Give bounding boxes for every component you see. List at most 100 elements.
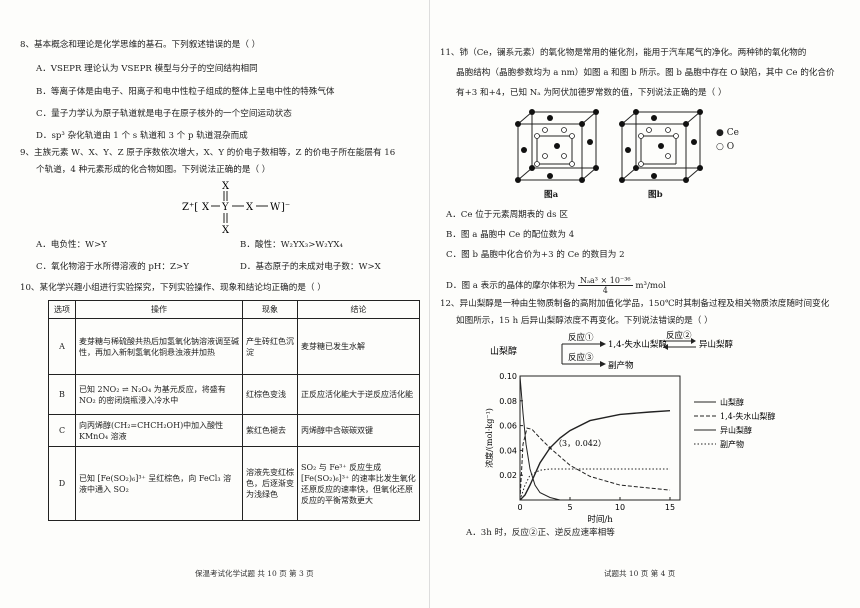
- y-axis-label: 浓度/(mol·kg⁻¹): [484, 408, 494, 468]
- y-tick-label: 0.06: [499, 422, 517, 431]
- row-a-option: A: [48, 318, 76, 375]
- row-a-operation: 麦芽糖与稀硫酸共热后加氢氧化钠溶液调至碱性，再加入新制氢氧化铜悬浊液并加热: [75, 318, 243, 375]
- annotation-label: （3，0.042）: [554, 439, 606, 448]
- q11-stem-line2: 晶胞结构（晶胞参数均为 a nm）如图 a 和图 b 所示。图 b 晶胞中存在 …: [456, 68, 835, 78]
- row-c-phenomenon: 紫红色褪去: [242, 414, 298, 447]
- legend-label-4: 副产物: [720, 439, 744, 449]
- scheme-reaction-2-label: 反应②: [666, 330, 692, 341]
- fraction-numerator: Nₐa³ × 10⁻³⁶: [577, 276, 633, 286]
- crystal-cell-a-diagram: [515, 109, 599, 183]
- row-d-option: D: [48, 446, 76, 521]
- row-b-phenomenon: 红棕色变浅: [242, 374, 298, 415]
- table-row: B 已知 2NO₂ ⇌ N₂O₄ 为基元反应，将盛有 NO₂ 的密闭烧瓶浸入冷水…: [48, 374, 420, 415]
- x-tick-label: 5: [567, 503, 572, 512]
- row-a-conclusion: 麦芽糖已发生水解: [297, 318, 420, 375]
- y-tick-label: 0.04: [499, 446, 517, 455]
- legend-o: ○ O: [716, 142, 735, 152]
- x-tick-label: 10: [615, 503, 625, 512]
- scheme-reaction-1-label: 反应①: [568, 332, 594, 343]
- series-line-2: [519, 427, 671, 501]
- row-b-operation: 已知 2NO₂ ⇌ N₂O₄ 为基元反应，将盛有 NO₂ 的密闭烧瓶浸入冷水中: [75, 374, 243, 415]
- reaction-scheme: 山梨醇 反应① 1,4-失水山梨醇 反应② 异山梨醇 反应③ 副产物: [490, 330, 734, 371]
- series-line-4: [519, 468, 670, 501]
- molar-volume-fraction: Nₐa³ × 10⁻³⁶ 4: [577, 276, 633, 295]
- row-d-operation: 已知 [Fe(SO₂)₆]³⁺ 呈红棕色，向 FeCl₃ 溶液中通入 SO₂: [75, 446, 243, 521]
- scheme-intermediate: 1,4-失水山梨醇: [608, 339, 667, 350]
- page-fold: [429, 0, 430, 608]
- q9-stem-line2: 个轨道，4 种元素形成的化合物如图。下列说法正确的是（ ）: [36, 165, 271, 175]
- row-c-conclusion: 丙烯醇中含碳碳双键: [297, 414, 420, 447]
- fraction-denominator: 4: [602, 286, 608, 295]
- q9-structure-diagram: X Z⁺[ X Y X W ]⁻ X: [182, 181, 290, 236]
- q9-option-b: B．酸性：W₂YX₃>W₂YX₄: [240, 240, 343, 250]
- header-conclusion: 结论: [297, 300, 420, 319]
- row-c-option: C: [48, 414, 76, 447]
- series-line-3: [519, 410, 671, 501]
- q11-option-d: D．图 a 表示的晶体的摩尔体积为 Nₐa³ × 10⁻³⁶ 4 m³/mol: [446, 276, 666, 295]
- scheme-byproduct: 副产物: [608, 360, 634, 371]
- table-header-row: 选项 操作 现象 结论: [48, 300, 420, 319]
- left-page: 8、基本概念和理论是化学思维的基石。下列叙述错误的是（ ） A．VSEPR 理论…: [20, 40, 420, 578]
- plot-frame: [519, 375, 681, 501]
- y-tick-label: 0.08: [499, 397, 517, 406]
- scheme-reaction-3-label: 反应③: [568, 352, 594, 363]
- legend-label-2: 1,4-失水山梨醇: [720, 411, 775, 421]
- q8-option-c: C．量子力学认为原子轨道就是电子在原子核外的一个空间运动状态: [36, 109, 292, 119]
- series-line-1: [519, 375, 561, 501]
- row-d-phenomenon: 溶液先变红棕色，后逐渐变为浅绿色: [242, 446, 298, 521]
- row-b-option: B: [48, 374, 76, 415]
- q10-experiment-table: 选项 操作 现象 结论 A 麦芽糖与稀硫酸共热后加氢氧化钠溶液调至碱性，再加入新…: [48, 300, 420, 521]
- q8-option-d: D．sp³ 杂化轨道由 1 个 s 轨道和 3 个 p 轨道混杂而成: [36, 131, 248, 141]
- struct-z-cation: Z⁺[: [182, 202, 198, 213]
- q9-option-a: A．电负性：W>Y: [36, 240, 107, 250]
- struct-bracket-close: ]⁻: [281, 202, 290, 213]
- q11-stem-line3: 有+3 和+4，已知 Nₐ 为阿伏加德罗常数的值，下列说法正确的是（ ）: [456, 88, 727, 98]
- q9-stem-line1: 9、主族元素 W、X、Y、Z 原子序数依次增大，X、Y 的价电子数相等，Z 的价…: [20, 148, 396, 158]
- table-row: D 已知 [Fe(SO₂)₆]³⁺ 呈红棕色，向 FeCl₃ 溶液中通入 SO₂…: [48, 446, 420, 521]
- scheme-start-sorbitol: 山梨醇: [490, 345, 517, 357]
- header-option: 选项: [48, 300, 76, 319]
- legend-ce: ● Ce: [716, 128, 739, 138]
- fig-a-caption: 图a: [544, 190, 559, 200]
- struct-x-bottom: X: [222, 225, 230, 236]
- annotation-point: [548, 446, 552, 450]
- legend-label-1: 山梨醇: [720, 397, 744, 407]
- header-phenomenon: 现象: [242, 300, 298, 319]
- y-tick-label: 0.02: [499, 471, 517, 480]
- row-d-conclusion: SO₂ 与 Fe³⁺ 反应生成 [Fe(SO₂)₆]³⁺ 的速率比发生氧化还原反…: [297, 446, 420, 521]
- header-operation: 操作: [75, 300, 243, 319]
- atom-legend: ● Ce ○ O: [716, 126, 739, 154]
- q10-stem: 10、某化学兴趣小组进行实验探究，下列实验操作、现象和结论均正确的是（ ）: [20, 283, 326, 293]
- q11-option-c: C．图 b 晶胞中化合价为+3 的 Ce 的数目为 2: [446, 250, 625, 260]
- table-row: A 麦芽糖与稀硫酸共热后加氢氧化钠溶液调至碱性，再加入新制氢氧化铜悬浊液并加热 …: [48, 318, 420, 375]
- x-tick-label: 0: [517, 503, 522, 512]
- q12-stem-line2: 如图所示，15 h 后异山梨醇浓度不再变化。下列说法错误的是（ ）: [456, 316, 713, 326]
- q9-option-d: D．基态原子的未成对电子数：W>X: [240, 262, 381, 272]
- q8-option-b: B．等离子体是由电子、阳离子和电中性粒子组成的整体上呈电中性的特殊气体: [36, 87, 335, 97]
- q11-option-d-prefix: D．图 a 表示的晶体的摩尔体积为: [446, 281, 576, 291]
- q11-option-b: B．图 a 晶胞中 Ce 的配位数为 4: [446, 230, 575, 240]
- left-footer: 保温考试化学试题 共 10 页 第 3 页: [195, 569, 314, 578]
- scheme-end-isosorbide: 异山梨醇: [699, 339, 734, 350]
- struct-x-mid: X: [246, 202, 254, 213]
- table-row: C 向丙烯醇(CH₂=CHCH₂OH)中加入酸性 KMnO₄ 溶液 紫红色褪去 …: [48, 414, 420, 447]
- fig-b-caption: 图b: [648, 190, 663, 200]
- struct-x-left: X: [202, 202, 210, 213]
- q12-option-a: A．3h 时，反应②正、逆反应速率相等: [466, 528, 615, 538]
- q11-option-a: A．Ce 位于元素周期表的 ds 区: [446, 210, 568, 220]
- q11-stem-line1: 11、铈（Ce，镧系元素）的氧化物是常用的催化剂，能用于汽车尾气的净化。两种铈的…: [440, 48, 807, 58]
- right-page: 11、铈（Ce，镧系元素）的氧化物是常用的催化剂，能用于汽车尾气的净化。两种铈的…: [430, 0, 860, 608]
- crystal-cell-b-diagram: [619, 109, 703, 183]
- q8-option-a: A．VSEPR 理论认为 VSEPR 模型与分子的空间结构相同: [36, 64, 258, 74]
- y-tick-label: 0.10: [499, 372, 517, 381]
- q8-stem: 8、基本概念和理论是化学思维的基石。下列叙述错误的是（ ）: [20, 40, 261, 50]
- q9-option-c: C．氧化物溶于水所得溶液的 pH：Z>Y: [36, 262, 189, 272]
- legend-label-3: 异山梨醇: [720, 425, 752, 435]
- struct-x-top: X: [222, 181, 230, 192]
- struct-w: W: [270, 202, 281, 213]
- q11-option-d-unit: m³/mol: [635, 281, 666, 291]
- q12-stem-line1: 12、异山梨醇是一种由生物质制备的高附加值化学品，150℃时其制备过程及相关物质…: [440, 299, 830, 309]
- x-tick-label: 15: [665, 503, 675, 512]
- row-c-operation: 向丙烯醇(CH₂=CHCH₂OH)中加入酸性 KMnO₄ 溶液: [75, 414, 243, 447]
